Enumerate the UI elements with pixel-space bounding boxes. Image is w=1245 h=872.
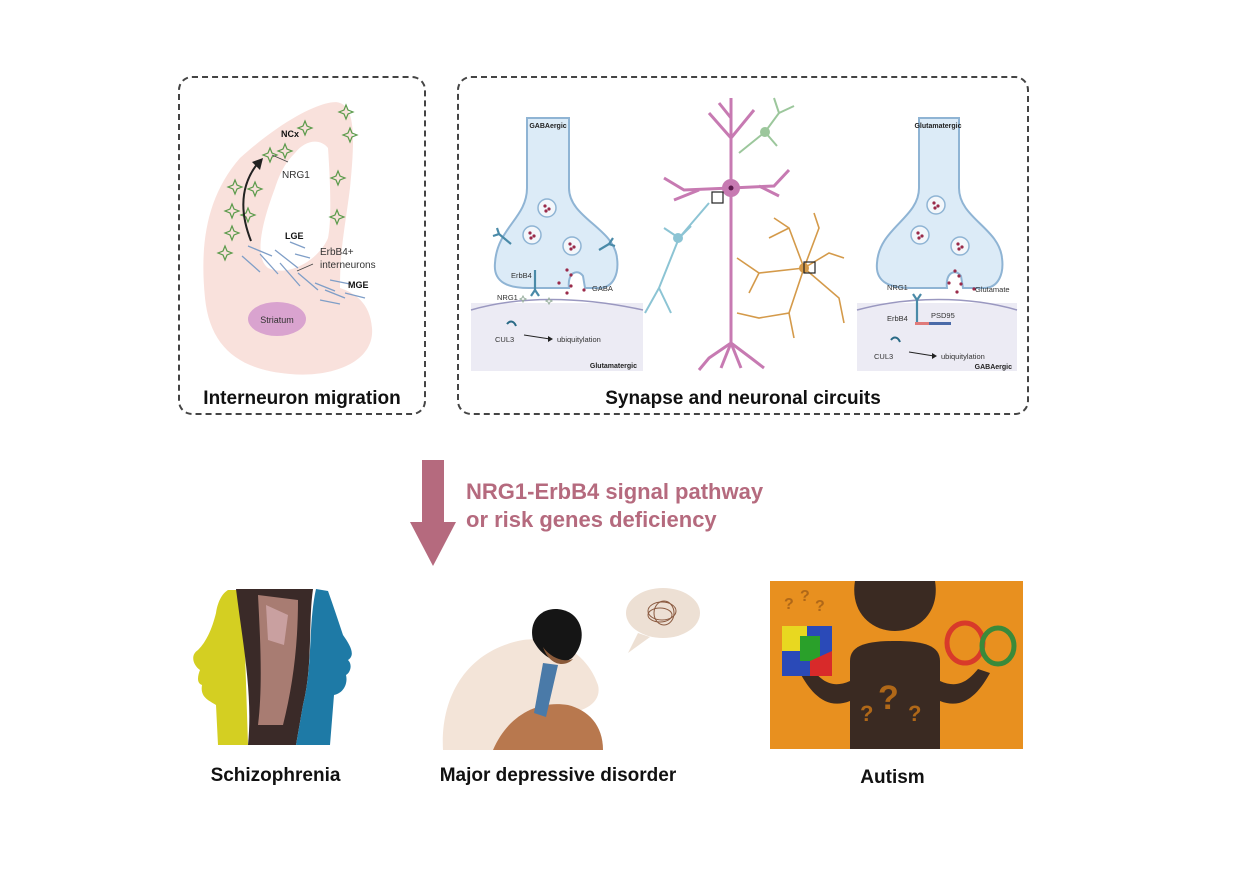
erbb4-label-1: ErbB4+: [320, 247, 354, 258]
synapse-circuits-title: Synapse and neuronal circuits: [605, 388, 881, 409]
brain-section-diagram: Striatum: [203, 102, 376, 375]
split-heads-icon: [193, 589, 352, 745]
postsynaptic-gabaergic-area: [857, 303, 1017, 371]
autism-figure-icon: ??? ???: [770, 581, 1023, 749]
cul3-left-label: CUL3: [495, 335, 514, 344]
psd95-label: PSD95: [931, 311, 955, 320]
gabaergic-bottom-label: GABAergic: [975, 364, 1012, 371]
striatum-label: Striatum: [260, 315, 294, 325]
glutamatergic-bottom-label: Glutamatergic: [590, 363, 637, 370]
synapse-circuits-diagram: GABAergic ErbB4 NRG1 GABA CUL3 ubiquityl…: [470, 97, 1018, 371]
astrocyte: [736, 212, 845, 339]
gabaergic-terminal: [493, 117, 619, 289]
svg-text:?: ?: [908, 701, 921, 726]
synapse-circuits-panel: GABAergic ErbB4 NRG1 GABA CUL3 ubiquityl…: [457, 76, 1029, 415]
nrg1-label: NRG1: [282, 170, 310, 181]
postsynaptic-glutamatergic-area: [471, 303, 643, 371]
svg-text:?: ?: [800, 588, 810, 605]
gabaergic-top-label: GABAergic: [529, 123, 566, 130]
question-marks: ??? ???: [784, 588, 921, 726]
erbb4-pointer: [296, 263, 314, 272]
pathway-line-1: NRG1-ErbB4 signal pathway: [466, 479, 764, 504]
neuronal-circuit: [644, 97, 845, 371]
lge-label: LGE: [285, 231, 304, 241]
mge-label: MGE: [348, 280, 369, 290]
green-interneuron: [738, 97, 795, 154]
ncx-label: NCx: [281, 129, 299, 139]
major-depressive-disorder-label: Major depressive disorder: [439, 765, 677, 786]
svg-text:?: ?: [878, 679, 899, 717]
depressed-person-icon: [442, 588, 700, 750]
synapse-inset-box-1: [711, 191, 724, 204]
glutamatergic-synapse: Glutamatergic NRG1 Glutamate ErbB4 PSD95…: [856, 117, 1018, 371]
erbb4-left-label: ErbB4: [511, 271, 532, 280]
svg-text:?: ?: [860, 701, 873, 726]
ubiquitylation-left-label: ubiquitylation: [557, 335, 601, 344]
synapse-inset-box-2: [803, 261, 816, 274]
interneuron-migration-title: Interneuron migration: [203, 388, 401, 409]
pyramidal-neuron: [663, 98, 791, 371]
pathway-line-2: or risk genes deficiency: [466, 507, 717, 532]
schizophrenia-label: Schizophrenia: [210, 765, 341, 786]
erbb4-interneurons: [241, 241, 366, 305]
interneuron-migration-panel: Striatum: [178, 76, 426, 415]
brain-section: [203, 102, 373, 375]
svg-text:?: ?: [784, 596, 794, 613]
striatum-region: [248, 302, 306, 336]
migration-arrowhead: [252, 158, 263, 170]
erbb4-label-2: interneurons: [320, 260, 376, 271]
erbb4-right-label: ErbB4: [887, 314, 908, 323]
ubiquitylation-right-label: ubiquitylation: [941, 352, 985, 361]
cul3-right-label: CUL3: [874, 352, 893, 361]
glutamatergic-top-label: Glutamatergic: [914, 123, 961, 130]
down-arrow-icon: [410, 460, 456, 566]
blue-interneuron: [644, 202, 710, 314]
glutamate-label: Glutamate: [975, 285, 1010, 294]
gaba-label: GABA: [592, 284, 613, 293]
autism-label: Autism: [860, 767, 925, 788]
svg-text:?: ?: [815, 598, 825, 615]
migration-arrow: [242, 162, 259, 242]
nrg1-left-label: NRG1: [497, 293, 518, 302]
gabaergic-synapse: GABAergic ErbB4 NRG1 GABA CUL3 ubiquityl…: [470, 117, 644, 371]
pathway-text: NRG1-ErbB4 signal pathway or risk genes …: [466, 478, 763, 534]
nrg1-pointer: [271, 154, 289, 163]
nrg1-right-label: NRG1: [887, 283, 908, 292]
